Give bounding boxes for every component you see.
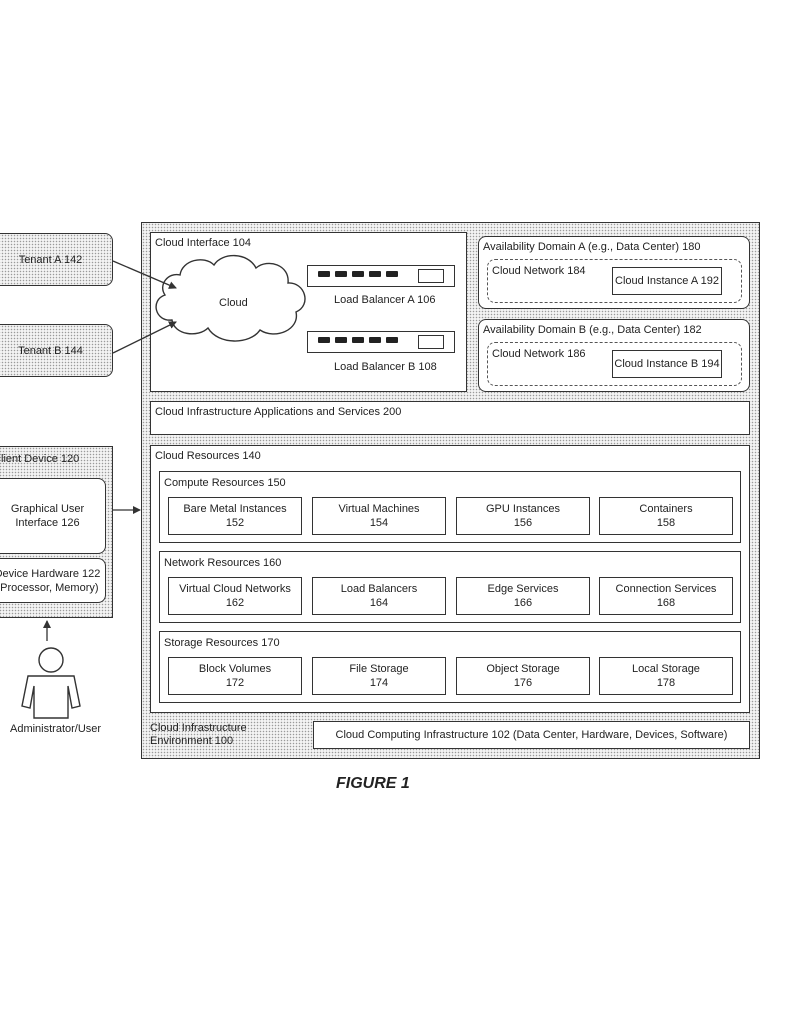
tenant-a-arrow: [112, 260, 177, 289]
file-storage: File Storage 174: [312, 657, 446, 695]
ports-icon: [318, 271, 403, 279]
containers-label: Containers 158: [639, 503, 693, 529]
availability-domain-a: Availability Domain A (e.g., Data Center…: [478, 236, 750, 309]
cloud-interface-title: Cloud Interface 104: [155, 237, 252, 249]
vcn-label: Virtual Cloud Networks 162: [179, 583, 291, 609]
cloud-instance-b: Cloud Instance B 194: [612, 350, 722, 378]
compute-resources-title: Compute Resources 150: [164, 477, 286, 489]
bare-metal-label: Bare Metal Instances 152: [183, 503, 287, 529]
gui-label: Graphical User Interface 126: [10, 503, 85, 529]
containers: Containers 158: [599, 497, 733, 535]
tenant-a-label: Tenant A 142: [18, 253, 83, 266]
block-volumes: Block Volumes 172: [168, 657, 302, 695]
device-hardware-box: Device Hardware 122 (Processor, Memory): [0, 558, 106, 603]
object-storage-label: Object Storage 176: [486, 663, 560, 689]
edge-services: Edge Services 166: [456, 577, 590, 615]
cloud-network-184: Cloud Network 184 Cloud Instance A 192: [487, 259, 742, 303]
local-storage: Local Storage 178: [599, 657, 733, 695]
load-balancer-a-label: Load Balancer A 106: [334, 294, 436, 306]
load-balancer-b-label: Load Balancer B 108: [334, 361, 437, 373]
cloud-instance-a-label: Cloud Instance A 192: [615, 275, 719, 287]
cloud-network-186: Cloud Network 186 Cloud Instance B 194: [487, 342, 742, 386]
device-hardware-label: Device Hardware 122 (Processor, Memory): [0, 567, 101, 594]
tenant-b-box: Tenant B 144: [0, 324, 113, 377]
computing-infrastructure-box: Cloud Computing Infrastructure 102 (Data…: [313, 721, 750, 749]
switch-icon: [418, 335, 444, 349]
object-storage: Object Storage 176: [456, 657, 590, 695]
availability-domain-b: Availability Domain B (e.g., Data Center…: [478, 319, 750, 392]
load-balancer-b-device: [307, 331, 455, 353]
availability-domain-a-title: Availability Domain A (e.g., Data Center…: [483, 241, 701, 253]
client-device-box: lient Device 120 Graphical User Interfac…: [0, 446, 113, 618]
tenant-b-arrow: [112, 321, 177, 354]
environment-label: Cloud Infrastructure Environment 100: [150, 722, 247, 747]
tenant-a-box: Tenant A 142: [0, 233, 113, 286]
virtual-cloud-networks: Virtual Cloud Networks 162: [168, 577, 302, 615]
availability-domain-b-title: Availability Domain B (e.g., Data Center…: [483, 324, 702, 336]
bare-metal-instances: Bare Metal Instances 152: [168, 497, 302, 535]
load-balancer-a-device: [307, 265, 455, 287]
cloud-network-186-label: Cloud Network 186: [492, 348, 586, 360]
gpu-instances-label: GPU Instances 156: [486, 503, 560, 529]
connection-services: Connection Services 168: [599, 577, 733, 615]
cloud-label: Cloud: [219, 297, 248, 309]
file-storage-label: File Storage 174: [349, 663, 409, 689]
load-balancers: Load Balancers 164: [312, 577, 446, 615]
load-balancers-label: Load Balancers 164: [340, 583, 418, 609]
local-storage-label: Local Storage 178: [632, 663, 700, 689]
figure-label: FIGURE 1: [336, 775, 410, 792]
cloud-network-184-label: Cloud Network 184: [492, 265, 586, 277]
edge-services-label: Edge Services 166: [487, 583, 559, 609]
cloud-resources-title: Cloud Resources 140: [155, 450, 261, 462]
apps-services-box: Cloud Infrastructure Applications and Se…: [150, 401, 750, 435]
virtual-machines: Virtual Machines 154: [312, 497, 446, 535]
cloud-instance-b-label: Cloud Instance B 194: [614, 358, 720, 370]
computing-infrastructure-label: Cloud Computing Infrastructure 102 (Data…: [335, 729, 728, 741]
tenant-b-label: Tenant B 144: [18, 344, 83, 357]
apps-services-label: Cloud Infrastructure Applications and Se…: [155, 406, 402, 418]
block-volumes-label: Block Volumes 172: [198, 663, 272, 689]
gui-box: Graphical User Interface 126: [0, 478, 106, 554]
connection-services-label: Connection Services 168: [615, 583, 717, 609]
client-device-label: lient Device 120: [1, 453, 80, 465]
switch-icon: [418, 269, 444, 283]
gpu-instances: GPU Instances 156: [456, 497, 590, 535]
ports-icon: [318, 337, 403, 345]
cloud-instance-a: Cloud Instance A 192: [612, 267, 722, 295]
virtual-machines-label: Virtual Machines 154: [338, 503, 420, 529]
network-resources-title: Network Resources 160: [164, 557, 282, 569]
storage-resources-title: Storage Resources 170: [164, 637, 280, 649]
admin-user-label: Administrator/User: [10, 723, 102, 735]
